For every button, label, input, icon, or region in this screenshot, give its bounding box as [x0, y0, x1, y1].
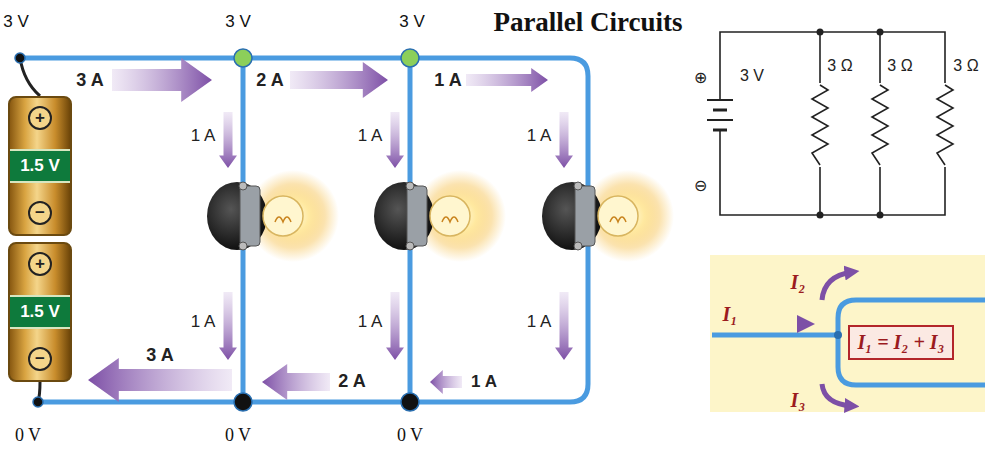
- value-label: 0 V: [15, 426, 41, 446]
- current-arrow: [555, 292, 573, 360]
- junction-dot: [877, 29, 884, 36]
- value-label: 1 A: [527, 313, 552, 332]
- equation-text: I₁ = I₂ + I₃: [857, 331, 944, 354]
- value-label: 3 V: [740, 67, 764, 85]
- value-label: 1 A: [191, 127, 216, 146]
- value-label: 1 A: [358, 127, 383, 146]
- value-label: 3 Ω: [953, 57, 978, 75]
- value-label: 1 A: [471, 373, 497, 392]
- junction-dot: [817, 212, 824, 219]
- value-label: 1 A: [434, 71, 461, 91]
- resistor-symbol: [872, 85, 888, 165]
- value-label: 3 V: [399, 13, 425, 32]
- current-arrow: [290, 62, 388, 98]
- current-symbol: I₃: [791, 389, 806, 411]
- light-bulb: [542, 170, 674, 262]
- value-label: 3 Ω: [827, 57, 852, 75]
- value-label: 2 A: [256, 71, 283, 91]
- value-label: ⊖: [694, 177, 707, 195]
- value-label: 3 A: [146, 346, 173, 366]
- resistor-symbol: [812, 85, 828, 165]
- junction-dot: [401, 393, 419, 411]
- value-label: 3 V: [3, 13, 29, 32]
- cell-voltage: 1.5 V: [10, 295, 70, 329]
- value-label: 1 A: [191, 313, 216, 332]
- current-arrow: [386, 112, 404, 168]
- junction-dot: [15, 53, 25, 63]
- current-arrow: [386, 292, 404, 360]
- value-label: 3 A: [76, 71, 103, 91]
- value-label: 3 V: [225, 13, 251, 32]
- cell-voltage: 1.5 V: [10, 149, 70, 183]
- current-arrow: [219, 112, 237, 168]
- light-bulb: [374, 170, 506, 262]
- junction-dot: [817, 29, 824, 36]
- title: Parallel Circuits: [493, 7, 682, 38]
- current-symbol: I₂: [791, 271, 806, 293]
- resistor-symbol: [937, 85, 953, 165]
- value-label: 0 V: [225, 426, 251, 446]
- junction-dot: [877, 212, 884, 219]
- value-label: 1 A: [358, 313, 383, 332]
- junction-dot: [33, 397, 43, 407]
- terminal-sign: −: [28, 347, 52, 371]
- value-label: 3 Ω: [887, 57, 912, 75]
- value-label: ⊕: [694, 69, 707, 87]
- value-label: 0 V: [397, 426, 423, 446]
- current-arrow: [112, 58, 212, 102]
- terminal-sign: +: [28, 106, 52, 130]
- current-arrow: [466, 68, 548, 92]
- value-label: 1 A: [527, 127, 552, 146]
- current-arrow: [555, 112, 573, 168]
- terminal-sign: +: [28, 252, 52, 276]
- equation-box: I₁ = I₂ + I₃: [848, 325, 954, 360]
- junction-dot: [234, 393, 252, 411]
- terminal-sign: −: [28, 201, 52, 225]
- light-bulb: [207, 170, 339, 262]
- current-arrow: [430, 370, 462, 394]
- junction-dot: [401, 49, 419, 67]
- junction-dot: [234, 49, 252, 67]
- current-symbol: I₁: [723, 303, 738, 325]
- value-label: 2 A: [338, 372, 365, 392]
- current-arrow: [262, 364, 330, 400]
- current-arrow: [219, 292, 237, 360]
